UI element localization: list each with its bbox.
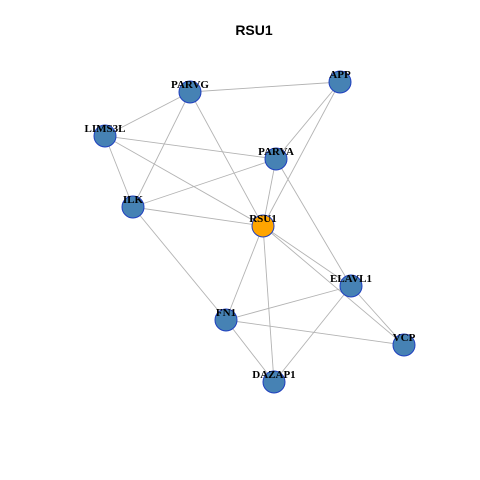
- edge-elavl1-dazap1: [273, 285, 352, 383]
- node-label-ilk: ILK: [123, 194, 144, 206]
- node-label-dazap1: DAZAP1: [252, 369, 295, 381]
- node-label-fn1: FN1: [216, 307, 236, 319]
- edge-rsu1-vcp: [262, 225, 405, 346]
- edge-lims3l-rsu1: [104, 135, 264, 227]
- edge-parvg-rsu1: [189, 91, 264, 227]
- edge-lims3l-ilk: [104, 135, 134, 208]
- node-label-parva: PARVA: [258, 146, 294, 158]
- node-label-rsu1: RSU1: [249, 213, 277, 225]
- edge-app-parva: [275, 81, 341, 160]
- edge-parvg-lims3l: [104, 91, 191, 137]
- edge-rsu1-dazap1: [262, 225, 275, 383]
- node-label-app: APP: [329, 69, 351, 81]
- node-ilk: [121, 195, 145, 219]
- edge-ilk-fn1: [132, 206, 227, 321]
- node-label-lims3l: LIMS3L: [85, 123, 126, 135]
- edges-layer: [104, 81, 405, 383]
- node-parvg: [178, 80, 202, 104]
- edge-elavl1-vcp: [350, 285, 405, 346]
- edge-rsu1-fn1: [225, 225, 264, 321]
- edge-parva-elavl1: [275, 158, 352, 287]
- edge-parva-ilk: [132, 158, 277, 208]
- node-rsu1: [251, 214, 275, 238]
- edge-fn1-dazap1: [225, 319, 275, 383]
- edge-parvg-app: [189, 81, 341, 93]
- nodes-layer: [93, 70, 416, 394]
- edge-ilk-rsu1: [132, 206, 264, 227]
- node-label-vcp: VCP: [393, 332, 416, 344]
- node-parva: [264, 147, 288, 171]
- edge-rsu1-elavl1: [262, 225, 352, 287]
- edge-fn1-elavl1: [225, 285, 352, 321]
- node-vcp: [392, 333, 416, 357]
- node-dazap1: [262, 370, 286, 394]
- node-elavl1: [339, 274, 363, 298]
- edge-app-rsu1: [262, 81, 341, 227]
- node-app: [328, 70, 352, 94]
- node-label-elavl1: ELAVL1: [330, 273, 372, 285]
- node-lims3l: [93, 124, 117, 148]
- edge-parvg-ilk: [132, 91, 191, 208]
- edge-fn1-vcp: [225, 319, 405, 346]
- node-fn1: [214, 308, 238, 332]
- node-label-parvg: PARVG: [171, 79, 209, 91]
- edge-lims3l-parva: [104, 135, 277, 160]
- diagram-title: RSU1: [235, 22, 273, 38]
